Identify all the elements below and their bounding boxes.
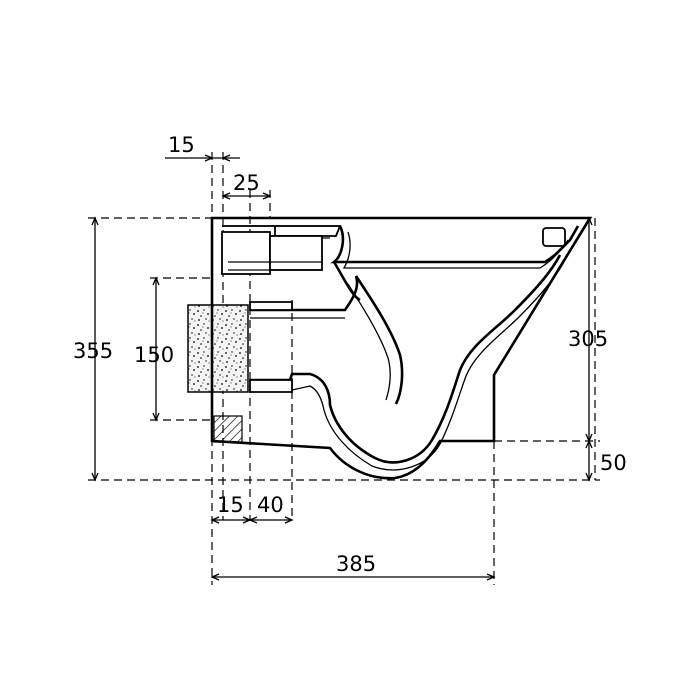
dim-rim-height: 305 [568, 327, 608, 351]
insulation-block [187, 304, 249, 393]
dimension-labels: 15 25 355 150 305 50 15 40 385 [73, 133, 627, 576]
wall-hatch [213, 415, 243, 443]
dim-spacer-depth: 15 [217, 493, 244, 517]
dim-total-height: 355 [73, 339, 113, 363]
dim-total-depth: 385 [336, 552, 376, 576]
dim-flange-depth: 40 [257, 493, 284, 517]
dim-base-height: 50 [600, 451, 627, 475]
dimension-lines [91, 154, 593, 581]
mounting-wall [187, 304, 249, 443]
dim-inlet-offset: 25 [233, 171, 260, 195]
toilet-body [210, 216, 593, 480]
dim-outlet-height: 150 [134, 343, 174, 367]
dim-wall-gap: 15 [168, 133, 195, 157]
